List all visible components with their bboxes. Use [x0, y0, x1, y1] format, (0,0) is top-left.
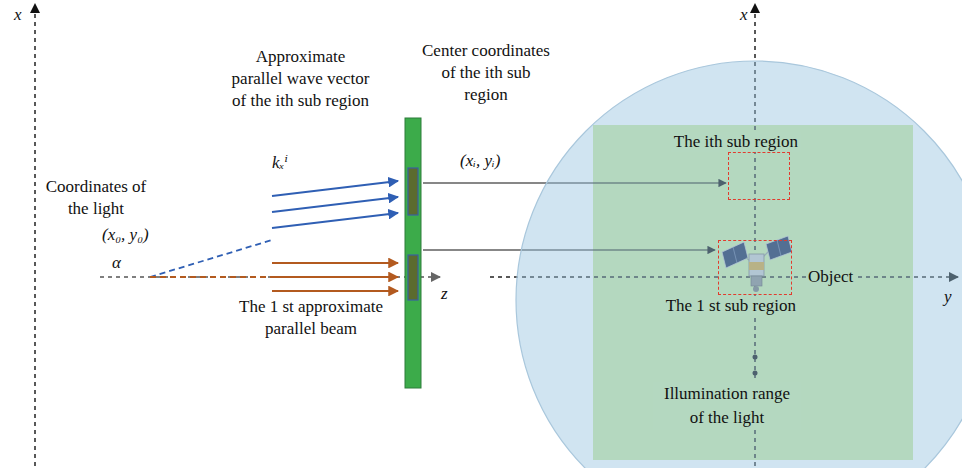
annotation: The 1 st approximate parallel beam — [230, 296, 392, 340]
light-direction — [150, 240, 272, 277]
sub-region-label: The ith sub region — [671, 132, 801, 152]
coordinate-label: (xᵢ, yᵢ) — [460, 150, 500, 172]
x-axis — [34, 4, 36, 466]
plate-subregion — [408, 168, 418, 215]
annotation: Center coordinates of the ith sub region — [422, 40, 550, 106]
illumination-area — [516, 61, 962, 468]
coordinate-label: (x₀, y₀) — [102, 224, 149, 246]
axis-direction — [150, 276, 272, 278]
parallel-beam-arrows — [272, 263, 398, 291]
illumination-label: Illumination range of the light — [653, 382, 801, 430]
plate-subregion — [408, 255, 418, 300]
axis-label: y — [944, 286, 952, 308]
sub-region-label: The 1 st sub region — [663, 296, 799, 316]
axis-label: z — [441, 283, 448, 305]
angle-symbol: α — [112, 252, 121, 274]
modulator-plate — [405, 118, 421, 388]
wave-vector-symbol: kₓⁱ — [272, 152, 288, 174]
annotation: Coordinates of the light — [40, 176, 152, 220]
wave-vector-arrows — [272, 181, 398, 228]
annotation: Approximate parallel wave vector of the … — [230, 46, 371, 112]
object-label: Object — [806, 266, 855, 288]
axis-label: x — [14, 4, 22, 26]
axis-label: x — [740, 4, 748, 26]
illumination-circle: Illumination range of the light The ith s… — [515, 60, 962, 468]
z-axis — [100, 276, 440, 278]
sub-region-box: The ith sub region — [728, 152, 790, 200]
sub-region-box: The 1 st sub region — [718, 240, 792, 295]
